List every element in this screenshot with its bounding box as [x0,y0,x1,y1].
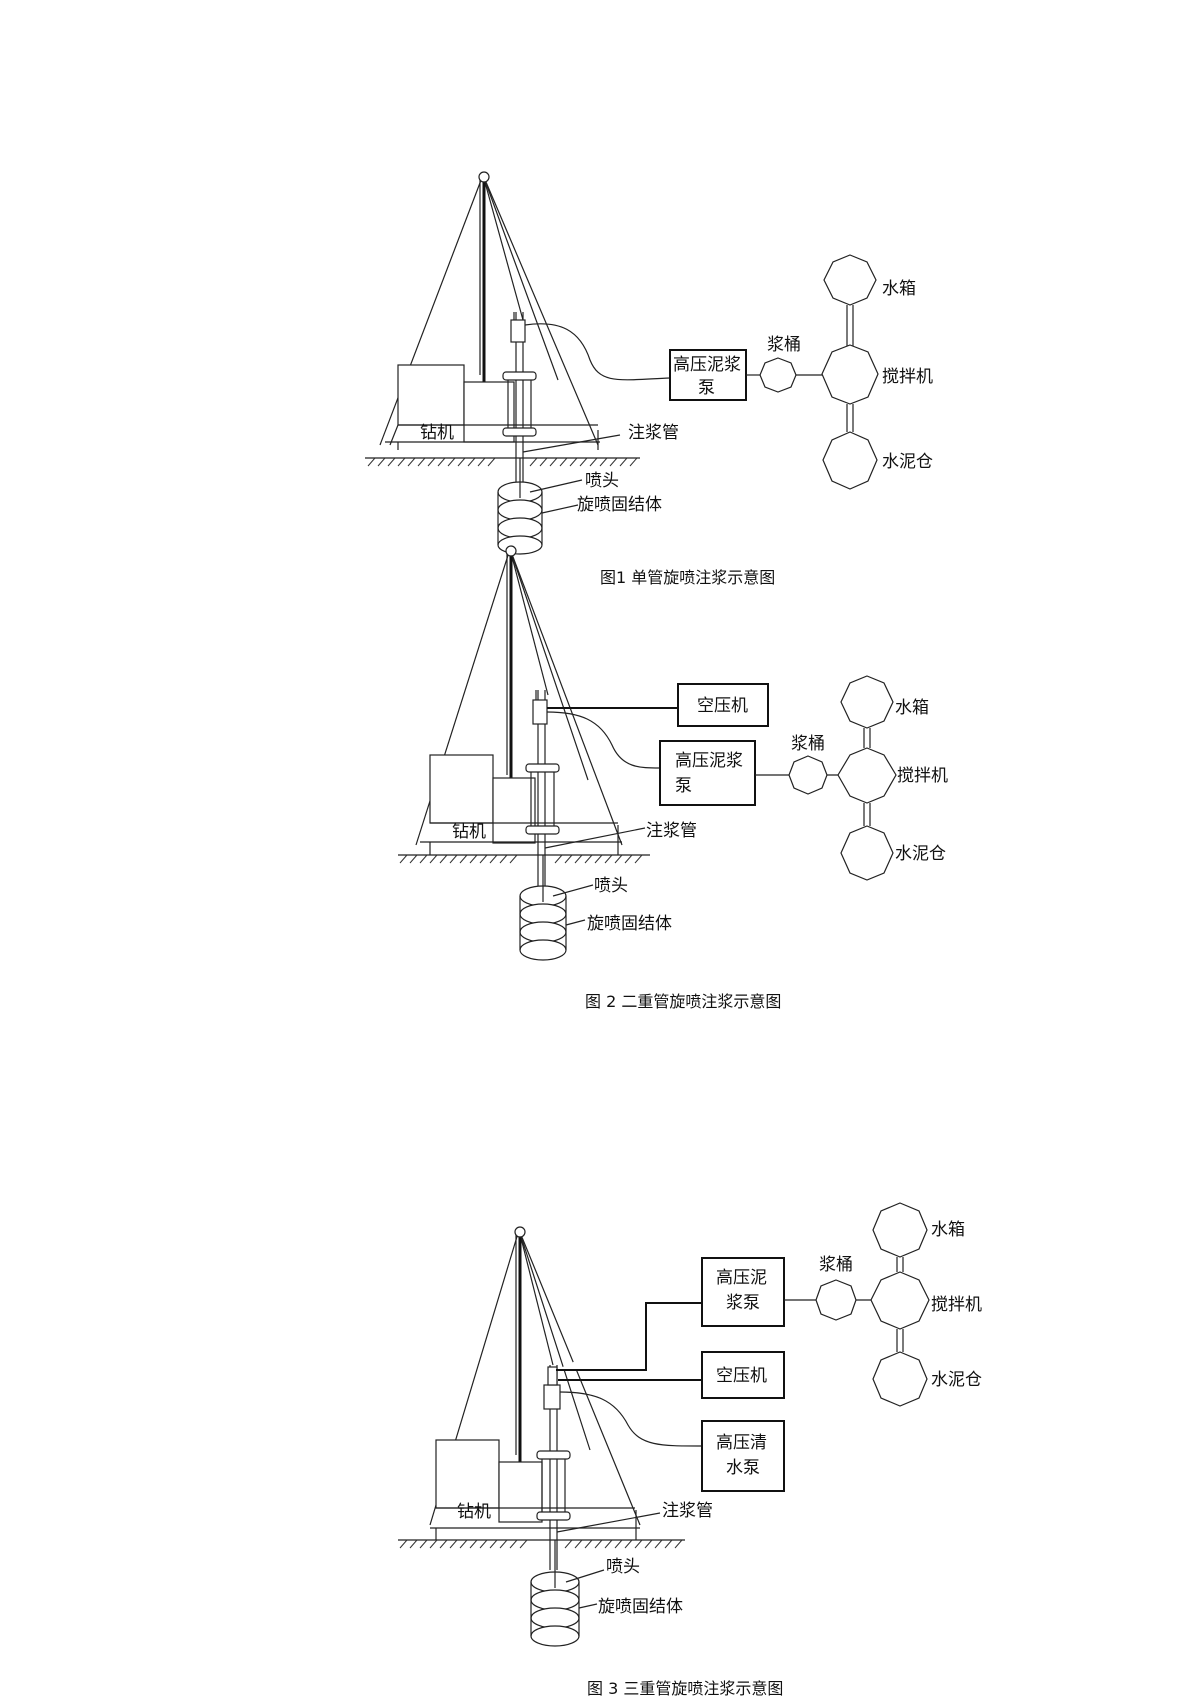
figure-1: 钻机 注浆管 喷头 旋喷固结体 高压泥浆 泵 浆桶 水箱 搅拌机 水泥仓 图1 … [365,171,933,587]
jet-body-label: 旋喷固结体 [598,1597,683,1617]
pump-label-line1: 高压泥 [716,1268,767,1288]
figure-1-caption: 图1 单管旋喷注浆示意图 [600,568,775,587]
slurry-bucket [815,1279,857,1321]
slurry-bucket-label: 浆桶 [819,1255,853,1275]
drill-pipe [502,312,537,515]
grout-pipe-label: 注浆管 [628,423,679,443]
jet-grouted-column [497,458,543,555]
nozzle-label: 喷头 [606,1557,640,1577]
swivel-top [547,1366,558,1386]
figure-3-caption: 图 3 三重管旋喷注浆示意图 [587,1679,783,1697]
drill-rig [429,1226,641,1540]
collar-top [502,371,537,381]
hose-to-water-pump [559,1391,703,1447]
pump-label-line2: 泵 [675,776,692,796]
collar-bottom [536,1511,571,1521]
rig-label: 钻机 [452,822,486,842]
grout-pipe-label: 注浆管 [662,1501,713,1521]
mixer [837,747,897,804]
water-tank-label: 水箱 [931,1220,965,1240]
drill-rig [379,171,600,450]
jet-body-label: 旋喷固结体 [587,914,672,934]
pump-label-line2: 浆泵 [726,1293,760,1313]
nozzle-label: 喷头 [585,471,619,491]
rig-cabin [435,1439,500,1509]
swivel [510,319,526,343]
water-tank [840,675,894,729]
drill-rig [415,545,623,855]
cement-silo-label: 水泥仓 [895,844,946,864]
cement-silo [840,825,894,881]
water-tank-label: 水箱 [882,279,916,299]
crown-pulley [505,545,517,557]
high-pressure-water-pump [701,1420,785,1492]
rig-cabin [397,364,465,426]
ground-line [398,854,650,864]
compressor-label: 空压机 [697,696,748,716]
pump-label-line1: 高压泥浆 [673,355,741,375]
cement-silo [872,1351,928,1407]
mixer-label: 搅拌机 [897,766,948,786]
pump-label-line1: 高压泥浆 [675,751,743,771]
water-pump-label-line1: 高压清 [716,1433,767,1453]
crown-pulley [514,1226,526,1238]
air-compressor [701,1351,785,1399]
hose-to-pump [524,323,671,381]
jet-grouted-column [530,1540,580,1647]
grout-pipe-label: 注浆管 [646,821,697,841]
rig-cabin [429,754,494,824]
cement-silo-label: 水泥仓 [931,1370,982,1390]
figure-2: 钻机 注浆管 喷头 旋喷固结体 空压机 高压泥浆 泵 浆桶 水箱 搅拌机 水泥仓… [398,545,948,1011]
figure-3: 钻机 注浆管 喷头 旋喷固结体 高压泥 浆泵 空压机 高压清 水泵 浆桶 水箱 … [398,1202,982,1697]
water-tank [823,254,877,306]
pump-label-line2: 泵 [698,378,715,398]
high-pressure-slurry-pump [701,1257,785,1327]
collar-top [525,763,560,773]
mixer [821,344,879,405]
jet-grouted-column [519,855,567,961]
slurry-bucket-label: 浆桶 [791,734,825,754]
slurry-bucket [759,357,797,393]
ground-line [365,457,640,467]
collar-top [536,1450,571,1460]
rig-label: 钻机 [420,423,454,443]
mixer-label: 搅拌机 [931,1295,982,1315]
collar-bottom [502,427,537,437]
slurry-bucket [788,755,828,795]
rig-body [498,1461,543,1523]
air-compressor [677,683,769,727]
high-pressure-slurry-pump [659,740,756,806]
mixer [870,1271,930,1330]
drill-pipe [525,690,560,890]
figure-2-caption: 图 2 二重管旋喷注浆示意图 [585,992,781,1011]
drill-pipe [536,1365,571,1570]
slurry-bucket-label: 浆桶 [767,335,801,355]
swivel [532,699,548,725]
cement-silo-label: 水泥仓 [882,452,933,472]
ground-line [398,1539,685,1549]
compressor-label: 空压机 [716,1366,767,1386]
nozzle-label: 喷头 [594,876,628,896]
hose-to-pump [546,711,661,769]
water-tank [872,1202,928,1258]
crown-pulley [478,171,490,183]
collar-bottom [525,825,560,835]
swivel [543,1384,561,1410]
water-pump-label-line2: 水泵 [726,1458,760,1478]
slurry-line [556,1302,702,1371]
mixer-label: 搅拌机 [882,367,933,387]
cement-silo [822,431,878,490]
rig-label: 钻机 [457,1502,491,1522]
water-tank-label: 水箱 [895,698,929,718]
jet-body-label: 旋喷固结体 [577,495,662,515]
